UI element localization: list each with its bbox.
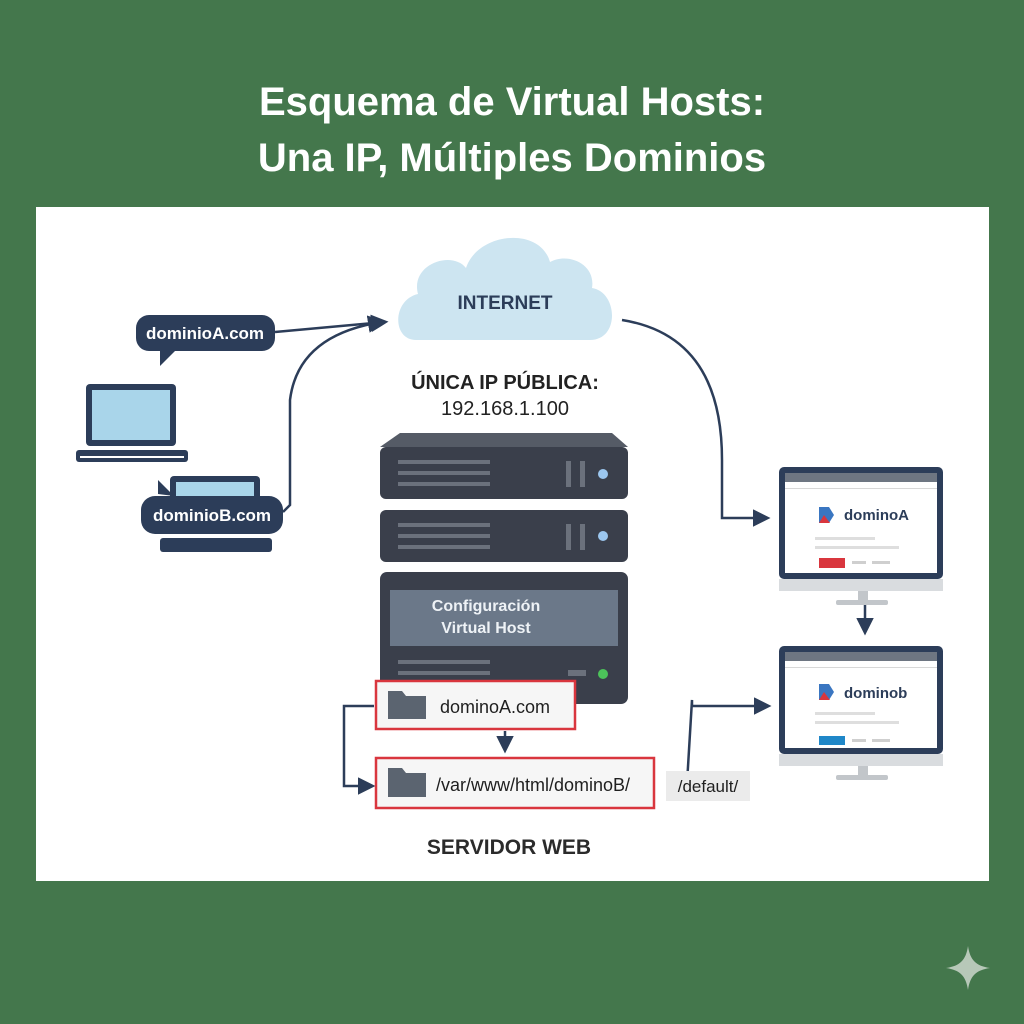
domain-b-label: dominioB.com [153,506,271,525]
arrow-default-to-siteB [684,697,772,801]
config-line-1: Configuración [432,598,540,615]
monitor-b-icon [779,646,943,780]
default-path-label: /default/ [678,777,739,796]
server-caption: SERVIDOR WEB [427,836,591,859]
ip-label: ÚNICA IP PÚBLICA: [411,370,599,394]
site-b-name: dominob [844,685,907,702]
folder-a-icon [388,691,426,719]
internet-label: INTERNET [458,293,553,314]
monitor-a-icon [779,467,943,605]
domain-a-bubble [136,315,275,366]
default-path-box [666,771,750,801]
config-line-2: Virtual Host [441,620,531,637]
folder-b-label: /var/www/html/dominoB/ [436,775,630,795]
domain-a-label: dominioA.com [146,324,264,343]
folder-a-label: dominoA.com [440,697,550,717]
arrow-internet-to-siteA [621,318,771,527]
folder-b-icon [388,768,426,797]
ip-address: 192.168.1.100 [441,398,569,420]
arrow-domainB-to-internet [282,315,386,513]
virtual-hosts-diagram: INTERNET ÚNICA IP PÚBLICA: 192.168.1.100… [76,237,943,859]
laptop-a-icon [76,384,188,462]
diagram-panel: INTERNET ÚNICA IP PÚBLICA: 192.168.1.100… [36,207,989,881]
internet-cloud-icon [398,237,612,340]
arrow-left-bracket-to-folderB [342,704,376,795]
site-a-name: dominoA [844,507,909,524]
arrow-domainA-to-internet [274,314,389,334]
server-stack-icon [380,433,628,704]
domain-b-bubble [141,480,283,534]
sparkle-icon [946,946,990,990]
diagram-title: Esquema de Virtual Hosts: Una IP, Múltip… [0,74,1024,186]
title-line-1: Esquema de Virtual Hosts: [258,80,766,124]
title-line-2: Una IP, Múltiples Dominios [257,136,767,180]
